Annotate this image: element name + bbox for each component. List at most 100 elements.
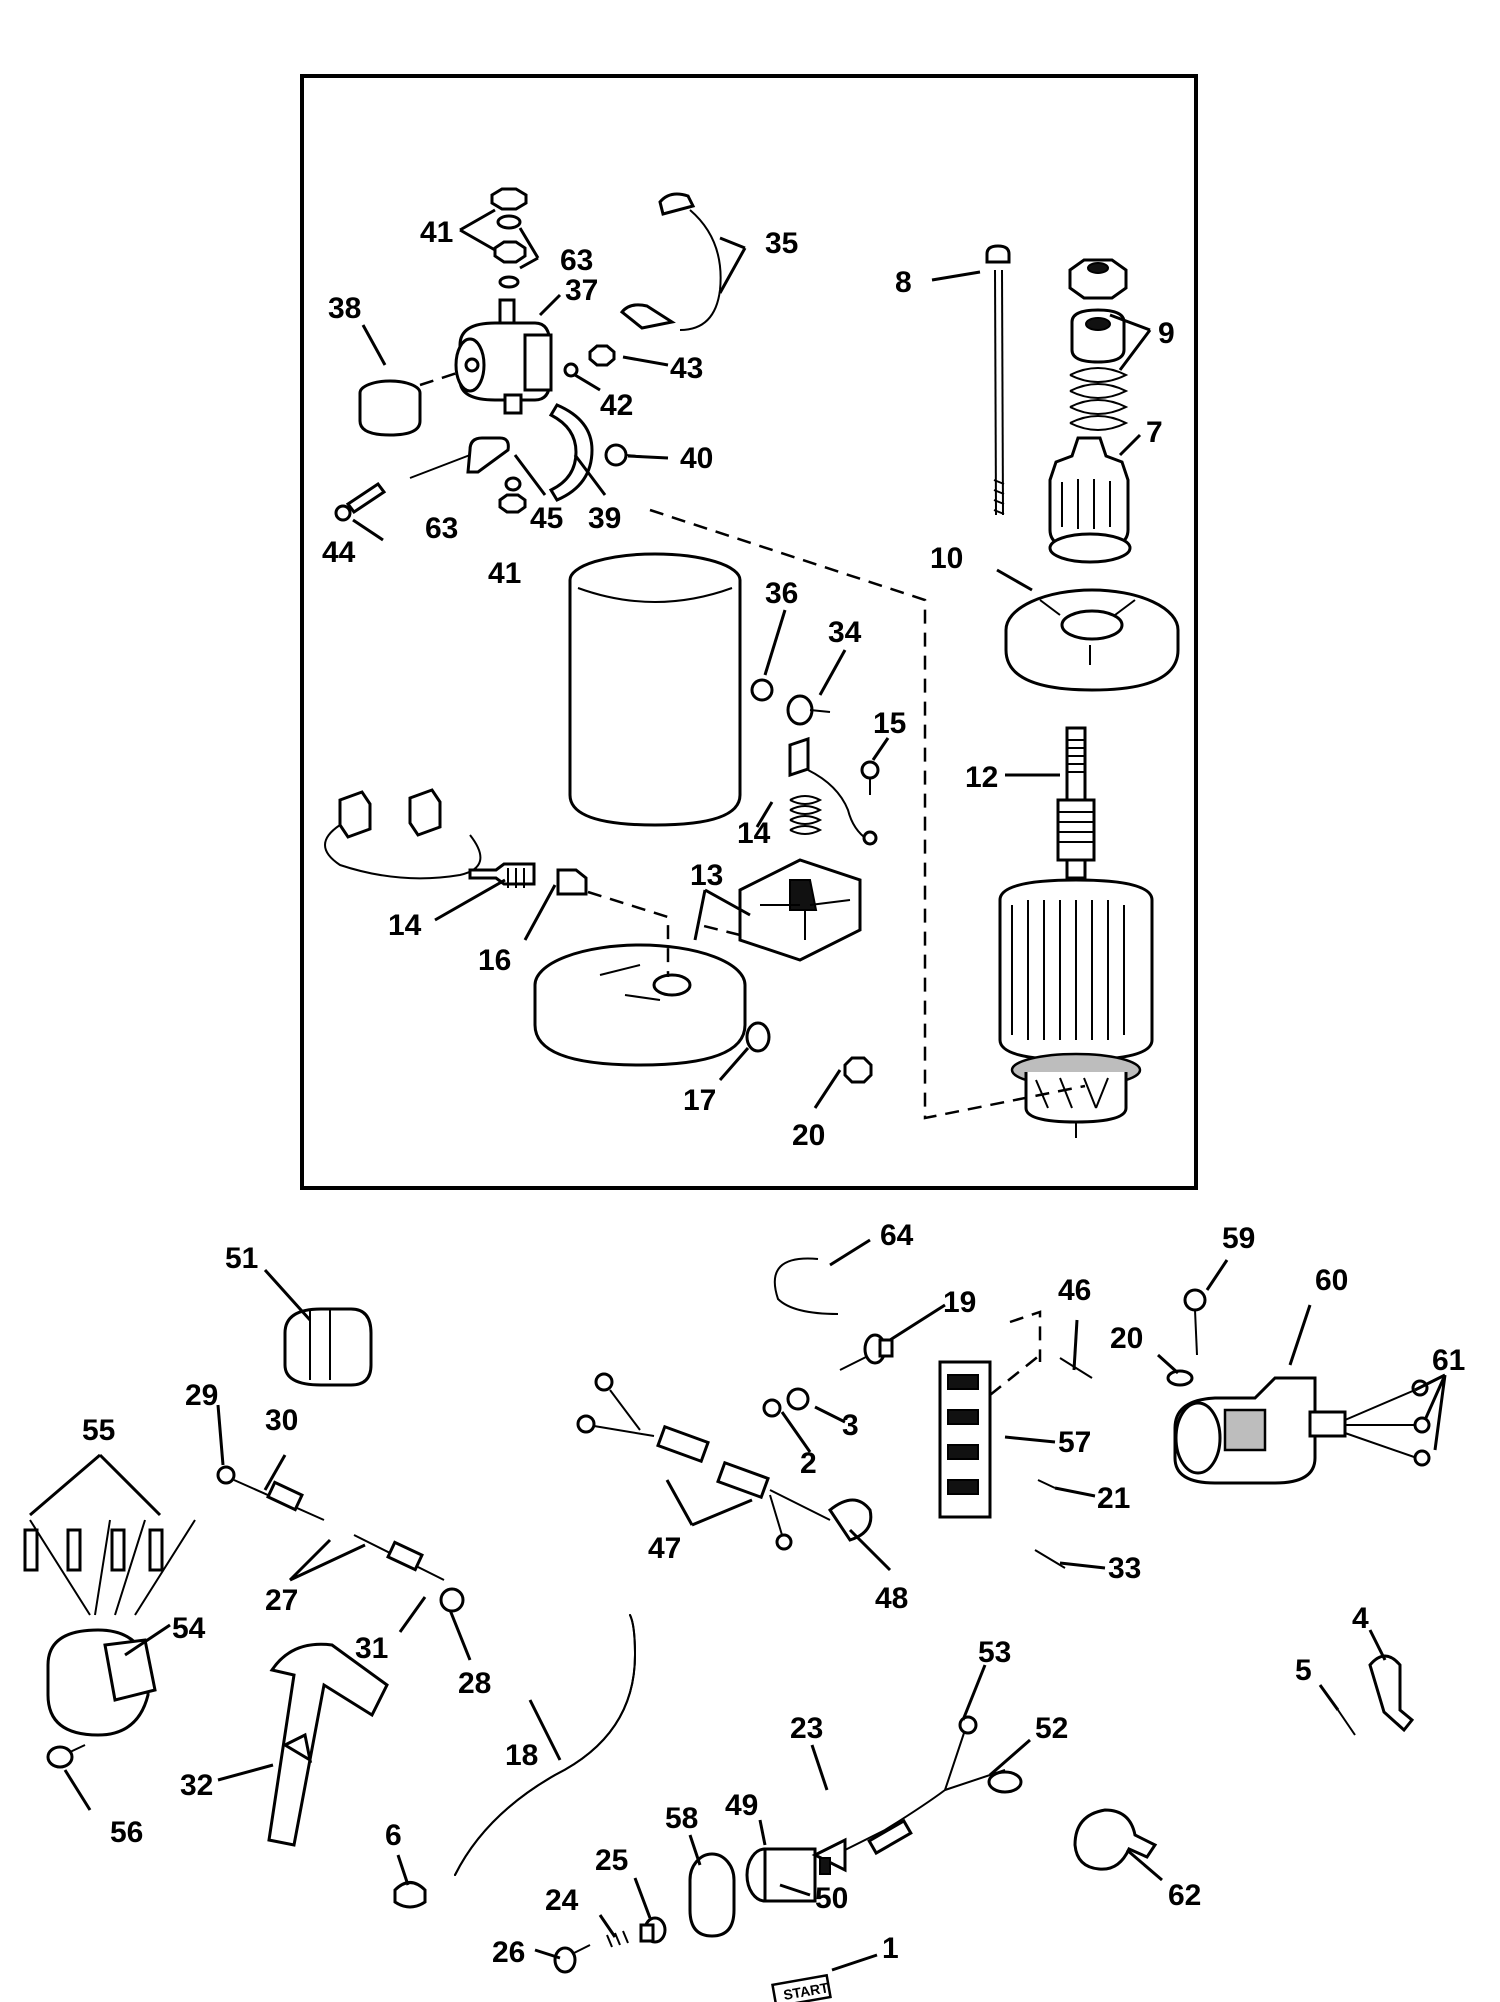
brush-spring-right <box>788 736 880 846</box>
callout-31: 31 <box>355 1632 388 1665</box>
callout-63: 63 <box>425 512 458 545</box>
switch-60 <box>1173 1376 1347 1485</box>
callout-62: 62 <box>1168 1879 1201 1912</box>
callout-18: 18 <box>505 1739 538 1772</box>
brush-plate-13 <box>738 858 862 962</box>
callout-37: 37 <box>565 274 598 307</box>
callout-46: 46 <box>1058 1274 1091 1307</box>
callout-41: 41 <box>488 557 521 590</box>
callout-1: 1 <box>882 1932 899 1965</box>
callout-48: 48 <box>875 1582 908 1615</box>
pinion-drive-7 <box>1048 436 1132 564</box>
callout-20: 20 <box>1110 1322 1143 1355</box>
screw-21 <box>1037 1479 1056 1489</box>
callout-54: 54 <box>172 1612 206 1645</box>
hose-18 <box>454 1614 637 1876</box>
unit-54 <box>46 1628 157 1737</box>
callout-64: 64 <box>880 1219 914 1252</box>
callout-51: 51 <box>225 1242 258 1275</box>
callout-60: 60 <box>1315 1264 1348 1297</box>
lockwasher-3 <box>786 1387 810 1411</box>
start-button-label: START <box>782 1979 830 2002</box>
clip-16 <box>556 868 588 896</box>
callout-16: 16 <box>478 944 511 977</box>
washer-36 <box>750 678 774 702</box>
callout-17: 17 <box>683 1084 716 1117</box>
cable-27 <box>216 1465 465 1613</box>
callout-3: 3 <box>842 1409 859 1442</box>
cable-35 <box>619 192 722 331</box>
spring-24 <box>606 1930 629 1948</box>
callout-20: 20 <box>792 1119 825 1152</box>
callout-53: 53 <box>978 1636 1011 1669</box>
callout-24: 24 <box>545 1884 579 1917</box>
callout-25: 25 <box>595 1844 628 1877</box>
callout-35: 35 <box>765 227 798 260</box>
screw-46 <box>1059 1357 1093 1379</box>
commutator-end-cap <box>533 943 747 1067</box>
callout-33: 33 <box>1108 1552 1141 1585</box>
callout-8: 8 <box>895 266 912 299</box>
callout-39: 39 <box>588 502 621 535</box>
callout-34: 34 <box>828 616 862 649</box>
callout-28: 28 <box>458 1667 491 1700</box>
callout-4: 4 <box>1352 1602 1369 1635</box>
leads-61 <box>1344 1389 1418 1459</box>
starter-assembly-frame <box>300 74 1198 1190</box>
terminal-cover-51 <box>283 1307 373 1387</box>
callout-labels: 41 63 37 38 35 43 42 40 39 45 63 41 44 8… <box>82 216 1465 2002</box>
armature-12 <box>998 726 1154 1138</box>
wire-23 <box>844 1715 1023 1856</box>
callout-13: 13 <box>690 859 723 892</box>
callout-12: 12 <box>965 761 998 794</box>
callout-7: 7 <box>1146 416 1163 449</box>
callout-52: 52 <box>1035 1712 1068 1745</box>
callout-61: 61 <box>1432 1344 1465 1377</box>
callout-30: 30 <box>265 1404 298 1437</box>
screw-5 <box>1337 1709 1356 1736</box>
callout-42: 42 <box>600 389 633 422</box>
callout-19: 19 <box>943 1286 976 1319</box>
callout-55: 55 <box>82 1414 115 1447</box>
assembly-guide <box>649 508 1086 1120</box>
end-plate-10 <box>1004 588 1180 692</box>
callout-2: 2 <box>800 1447 817 1480</box>
strap-64 <box>773 1257 839 1315</box>
screw-33 <box>1034 1549 1066 1569</box>
pin-25 <box>639 1916 667 1944</box>
callout-44: 44 <box>322 536 356 569</box>
callout-23: 23 <box>790 1712 823 1745</box>
screw-56 <box>46 1744 86 1769</box>
terminal-block-57 <box>938 1310 1042 1519</box>
handle-32 <box>267 1642 389 1847</box>
leads-55 <box>23 1519 196 1616</box>
nut-20 <box>843 1056 873 1084</box>
washer-20-lower <box>1166 1369 1194 1387</box>
field-frame <box>568 552 742 827</box>
callout-29: 29 <box>185 1379 218 1412</box>
callout-10: 10 <box>930 542 963 575</box>
callout-43: 43 <box>670 352 703 385</box>
nut-2 <box>762 1398 782 1418</box>
bushing-58 <box>688 1852 736 1938</box>
callout-56: 56 <box>110 1816 143 1849</box>
clip-6 <box>393 1881 427 1909</box>
bolt-19 <box>839 1333 894 1371</box>
screw-26 <box>553 1944 591 1974</box>
callout-49: 49 <box>725 1789 758 1822</box>
callout-36: 36 <box>765 577 798 610</box>
callout-58: 58 <box>665 1802 698 1835</box>
grommet-17 <box>745 1021 771 1053</box>
callout-14: 14 <box>388 909 422 942</box>
callout-63: 63 <box>560 244 593 277</box>
switch-49-50 <box>745 1837 847 1903</box>
callout-6: 6 <box>385 1819 402 1852</box>
harness-47-48 <box>576 1372 873 1551</box>
clamp-4 <box>1368 1654 1415 1733</box>
callout-38: 38 <box>328 292 361 325</box>
drive-hardware-9 <box>1068 258 1129 431</box>
callout-5: 5 <box>1295 1654 1312 1687</box>
callout-47: 47 <box>648 1532 681 1565</box>
callout-40: 40 <box>680 442 713 475</box>
